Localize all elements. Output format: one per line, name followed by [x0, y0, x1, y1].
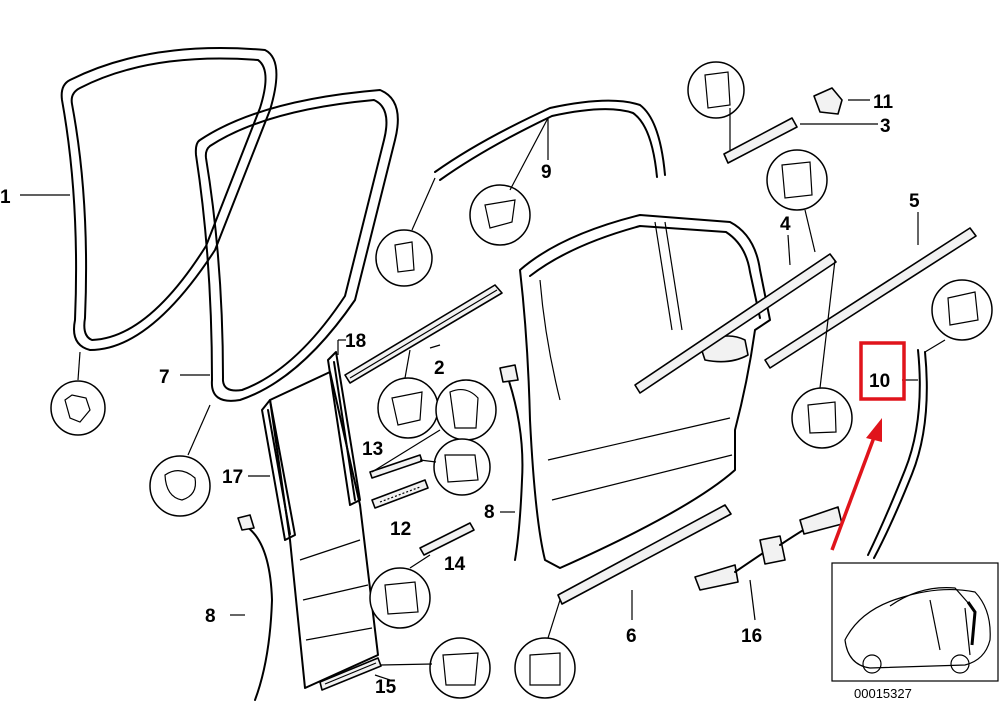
leader-lines [20, 99, 946, 681]
b-pillar-cover [269, 371, 379, 689]
belt-strip-5 [764, 227, 977, 369]
highlight-annotation [830, 341, 906, 551]
sill-moulding-6 [557, 504, 732, 605]
profile-circles [50, 61, 993, 699]
callout-16: 16 [741, 626, 762, 647]
edge-seal-8-left [237, 514, 273, 701]
strip-14 [419, 522, 475, 556]
clip-11 [813, 87, 843, 115]
callout-12: 12 [390, 519, 411, 540]
callout-18: 18 [345, 331, 366, 352]
rear-edge-trim-10 [867, 349, 928, 559]
callout-11: 11 [873, 92, 894, 113]
callout-17: 17 [222, 467, 243, 488]
inset-car-thumbnail: 00015327 [831, 562, 999, 701]
callout-1: 1 [0, 187, 11, 208]
cable-16 [694, 506, 843, 591]
sill-strip-15 [319, 657, 382, 691]
door-shell [519, 214, 771, 569]
callout-8-right: 8 [484, 502, 495, 523]
callout-4: 4 [780, 214, 791, 235]
callout-13: 13 [362, 439, 383, 460]
callout-5: 5 [909, 191, 920, 212]
belt-strip-4 [634, 253, 837, 394]
strip-12 [371, 479, 429, 509]
callout-2: 2 [434, 358, 445, 379]
strip-3 [723, 117, 798, 164]
edge-seal-8-right [499, 364, 524, 561]
window-seal-9 [434, 99, 666, 181]
reference-number: 00015327 [854, 686, 912, 701]
arrow-head-icon [866, 418, 882, 442]
callout-10: 10 [869, 371, 890, 392]
callout-8-left: 8 [205, 606, 216, 627]
callout-9: 9 [541, 162, 552, 183]
callout-14: 14 [444, 554, 466, 575]
callout-7: 7 [159, 367, 170, 388]
callout-3: 3 [880, 116, 891, 137]
door-seal-rear [194, 89, 399, 402]
highlight-box [859, 341, 906, 401]
callout-labels: 1 7 18 2 13 17 12 8 14 9 4 5 11 3 10 6 1… [0, 92, 920, 698]
door-seal-front [60, 47, 278, 351]
highlight-arrow [830, 431, 878, 551]
strip-13 [369, 454, 423, 479]
callout-15: 15 [375, 677, 397, 698]
belt-moulding-2 [344, 284, 503, 384]
callout-6: 6 [626, 626, 637, 647]
